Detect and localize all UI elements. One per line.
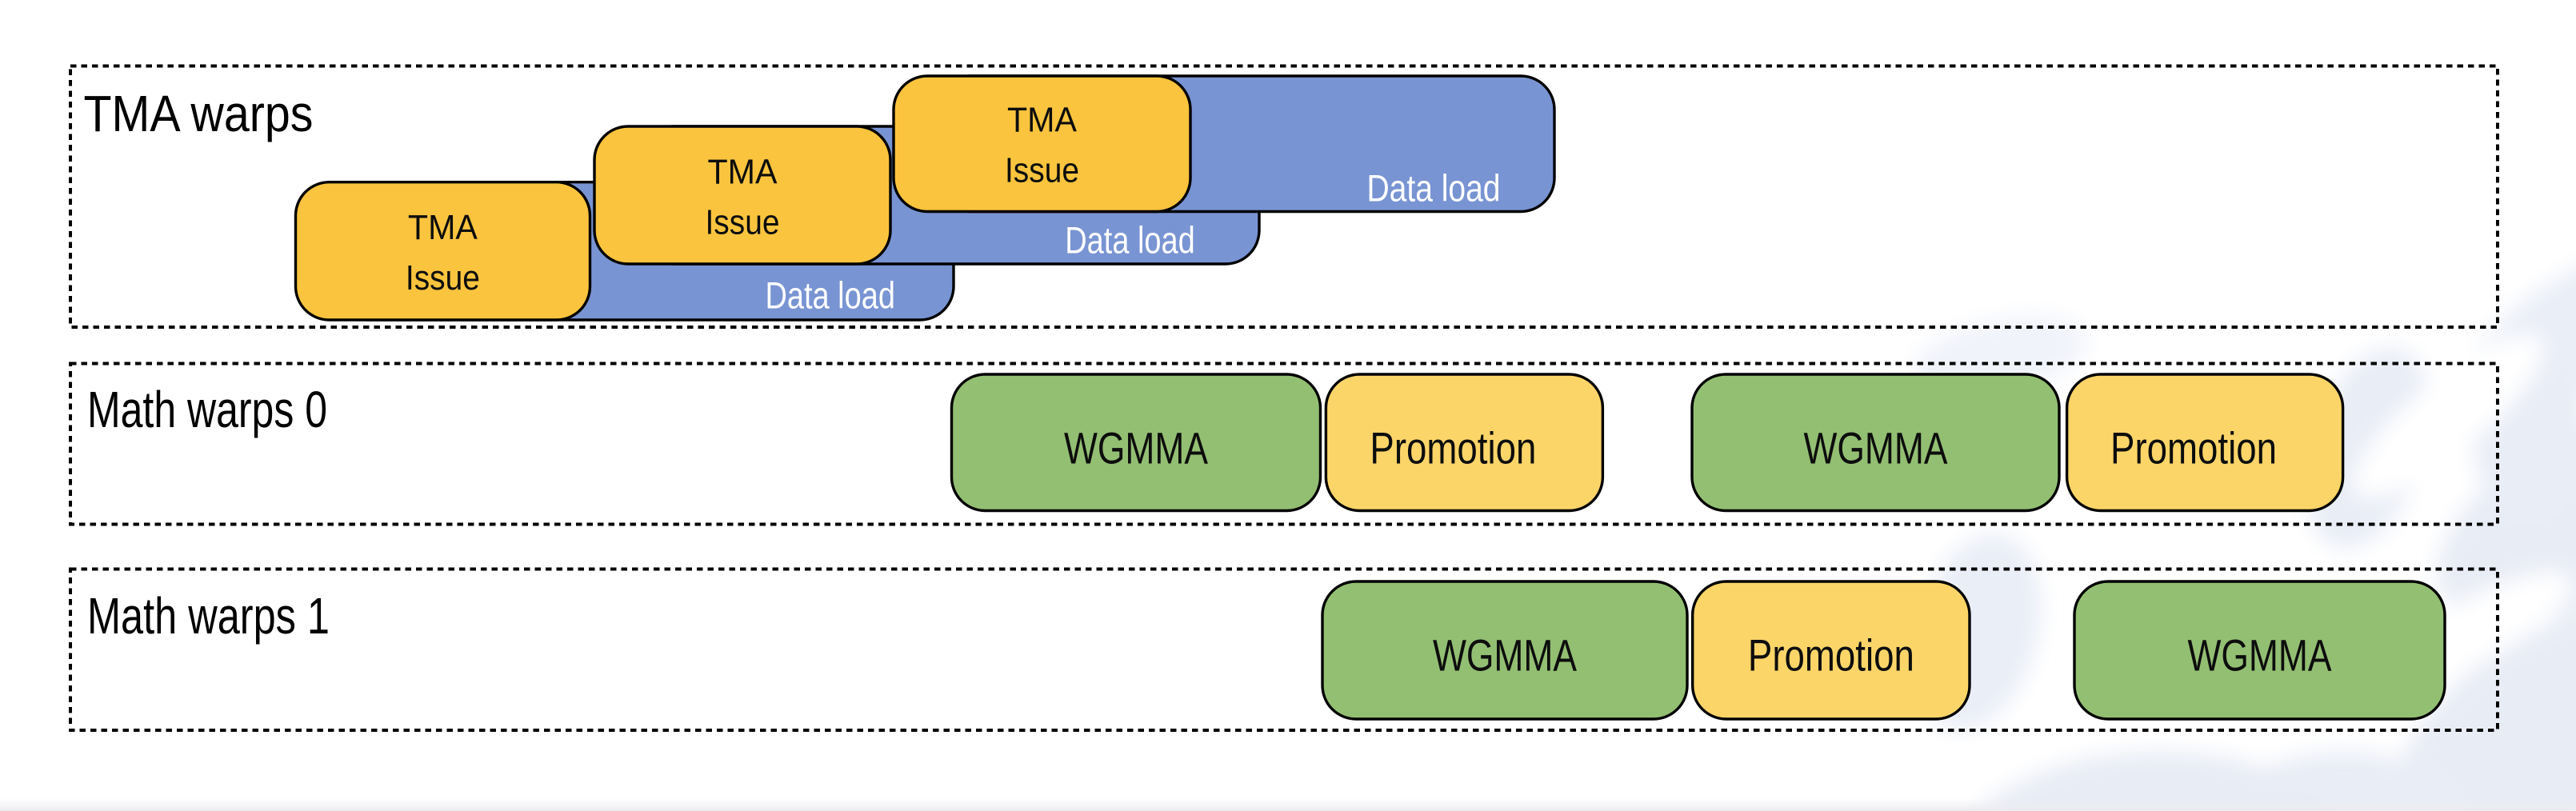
svg-text:TMA: TMA <box>408 208 478 247</box>
svg-text:Promotion: Promotion <box>2110 423 2277 473</box>
svg-text:Issue: Issue <box>706 202 780 242</box>
svg-text:TMA: TMA <box>708 152 778 191</box>
svg-text:WGMMA: WGMMA <box>1064 423 1209 473</box>
svg-text:TMA: TMA <box>1007 101 1078 140</box>
svg-text:Promotion: Promotion <box>1748 630 1914 681</box>
svg-text:Data load: Data load <box>765 274 895 317</box>
svg-text:Promotion: Promotion <box>1370 423 1536 473</box>
svg-text:WGMMA: WGMMA <box>1804 423 1949 473</box>
svg-text:Issue: Issue <box>1005 151 1079 190</box>
svg-text:WGMMA: WGMMA <box>2188 630 2333 681</box>
svg-text:Math warps 1: Math warps 1 <box>87 587 330 645</box>
svg-text:Math warps 0: Math warps 0 <box>87 381 327 438</box>
svg-text:Issue: Issue <box>406 258 480 298</box>
svg-text:TMA warps: TMA warps <box>84 85 314 142</box>
svg-text:Data load: Data load <box>1367 167 1501 210</box>
svg-text:WGMMA: WGMMA <box>1433 630 1578 681</box>
svg-text:Data load: Data load <box>1065 219 1195 262</box>
